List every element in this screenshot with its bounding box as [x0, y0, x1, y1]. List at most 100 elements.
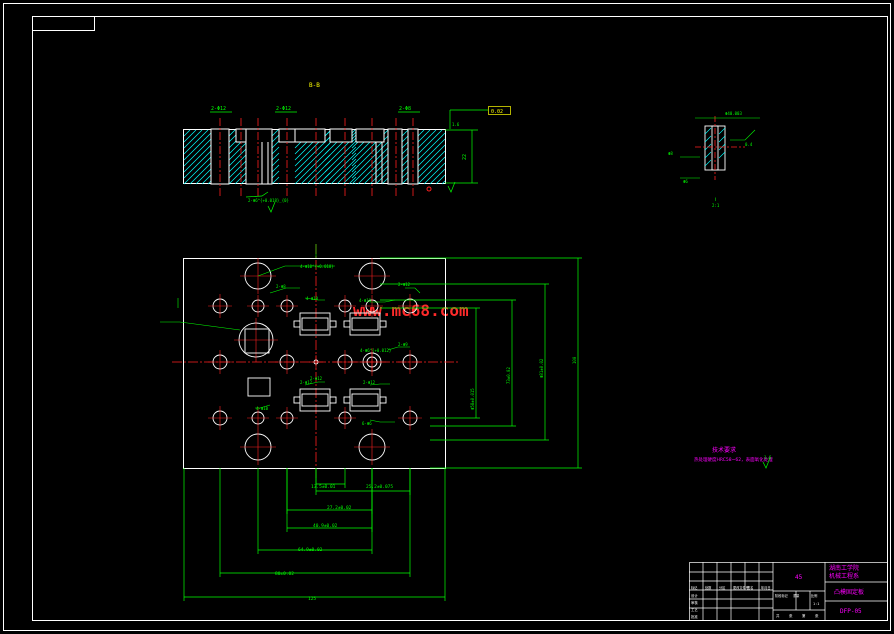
- hole: [208, 350, 232, 374]
- horizontal-dim-label: 40.9±0.02: [313, 523, 338, 529]
- plan-centerlines: [172, 244, 458, 478]
- hole: [276, 295, 298, 317]
- detail-dim-2: Φ8: [668, 151, 673, 156]
- drawing-border: [3, 3, 891, 631]
- hole: [333, 350, 357, 374]
- plan-view: 4-Φ10^{+0.018}2-Φ84-Φ102-Φ124-Φ102-Φ122-…: [160, 244, 582, 602]
- flatness-frame: [488, 106, 511, 115]
- tb-scale: 1:1: [813, 602, 819, 606]
- plan-note: 4-Φ10^{+0.018}: [300, 264, 334, 269]
- tb-sheet-label: 张: [815, 613, 819, 618]
- flatness-value: 0.02: [491, 109, 503, 115]
- plan-note: 2-Φ12: [300, 380, 313, 385]
- section-view: B-B: [183, 82, 511, 213]
- tb-row-label: 分区: [719, 585, 726, 590]
- hole: [208, 406, 232, 430]
- tb-sheet-label: 张: [789, 613, 793, 618]
- plan-leaders: [160, 244, 421, 423]
- tech-text: 热处理硬度HRC58~62，表面氧化处理: [694, 456, 773, 463]
- hole: [276, 407, 298, 429]
- section-hatching: [183, 129, 446, 185]
- tb-school: 湖南工学院: [829, 564, 859, 572]
- tb-title: 凸模固定板: [834, 588, 864, 596]
- hole: [354, 258, 390, 294]
- section-centerlines: [219, 118, 414, 196]
- tb-stage-label: 阶段标记: [775, 593, 789, 598]
- horizontal-dim-label: 125: [308, 596, 316, 602]
- tb-sheet-label: 第: [802, 613, 806, 618]
- title-block: 湖南工学院 机械工程系 凸模固定板 DFP-05 45 1:1 标记处数分区更改…: [689, 562, 888, 621]
- tb-stage-label: 比例: [811, 593, 817, 598]
- watermark: www.mc68.com: [353, 301, 469, 320]
- tb-labels: 标记处数分区更改文件号签名年月日设计审核工艺批准阶段标记重量比例共张第张: [691, 585, 819, 619]
- plan-note: 6-Φ6: [362, 421, 372, 426]
- hole: [334, 295, 356, 317]
- roughness-symbol: [267, 181, 456, 213]
- hole: [362, 352, 382, 372]
- tech-title: 技术要求: [712, 446, 736, 454]
- vertical-dim-label: Φ58±0.015: [470, 388, 475, 410]
- tb-row-label: 处数: [705, 585, 712, 590]
- section-dims: [210, 109, 488, 198]
- detail-dim-1: Φ40.003: [725, 111, 742, 116]
- tb-stage-label: 重量: [793, 593, 800, 598]
- hole: [398, 406, 422, 430]
- tb-row-label: 标记: [691, 585, 698, 590]
- hole: [275, 350, 299, 374]
- tb-role-label: 工艺: [691, 607, 698, 612]
- tb-sheet-label: 共: [776, 613, 780, 618]
- plan-note: 4-Φ10: [359, 298, 372, 303]
- detail-label: Ⅰ: [715, 197, 716, 203]
- section-slots: [210, 128, 419, 185]
- plan-note: 4-Φ6^{+0.012}: [360, 348, 391, 353]
- hole: [398, 294, 422, 318]
- plan-note: 2-Φ8: [276, 284, 286, 289]
- horizontal-dim-label: 27.2±0.02: [327, 505, 352, 511]
- vertical-dim-label: 100: [572, 356, 577, 364]
- plate-outline: [183, 258, 446, 469]
- hole: [247, 407, 269, 429]
- tb-role-label: 设计: [691, 593, 698, 598]
- detail-scale: 2:1: [712, 203, 720, 208]
- callout-2-phi12-b: 2-Φ12: [276, 106, 291, 112]
- tb-row-label: 签名: [747, 585, 753, 590]
- plan-holes: [208, 258, 422, 465]
- horizontal-dim-label: 64.9±0.02: [298, 547, 323, 553]
- horizontal-dim-label: 13.5±0.01: [311, 484, 336, 490]
- roughness-top: 1.6: [452, 122, 460, 127]
- hole: [354, 429, 390, 465]
- plan-note: 2-Φ12: [310, 376, 323, 381]
- callout-2-phi12-a: 2-Φ12: [211, 106, 226, 112]
- tb-code: DFP-05: [840, 608, 862, 615]
- hole: [234, 318, 278, 362]
- tb-role-label: 审核: [691, 600, 698, 605]
- plan-notes: 4-Φ10^{+0.018}2-Φ84-Φ102-Φ124-Φ102-Φ122-…: [256, 264, 577, 602]
- callout-2-phi8: 2-Φ8: [399, 106, 411, 112]
- datum-marker: [426, 186, 432, 192]
- roughness-general-value: 1.6: [764, 455, 772, 460]
- plan-note: 4-Φ10: [306, 296, 319, 301]
- plan-note: 2-Φ12: [363, 380, 376, 385]
- plan-dims: [183, 257, 582, 601]
- plan-note: 2-Φ9: [398, 342, 408, 347]
- detail-dim-3: Φ6: [683, 179, 688, 184]
- hole: [309, 355, 323, 369]
- plan-note: 2-Φ12: [398, 282, 411, 287]
- hole: [240, 429, 276, 465]
- vertical-dim-label: Φ81±0.02: [539, 358, 544, 378]
- thickness-dim: 22: [462, 154, 468, 160]
- punch-slots: [244, 312, 387, 412]
- horizontal-dim-label: 80±0.02: [275, 571, 294, 577]
- hole: [398, 350, 422, 374]
- tb-row-label: 年月日: [761, 585, 771, 590]
- section-label: B-B: [309, 82, 320, 89]
- hole: [208, 294, 232, 318]
- detail-view: Φ40.003 Φ8 Φ6 0.4 Ⅰ 2:1: [668, 111, 760, 208]
- tb-role-label: 批准: [691, 614, 698, 619]
- detail-dim-4: 0.4: [745, 142, 753, 147]
- roughness-general: [762, 457, 771, 469]
- technical-requirements: 技术要求 热处理硬度HRC58~62，表面氧化处理 1.6: [694, 446, 773, 469]
- hole-note: 2-Φ6^{+0.018}_{0}: [248, 198, 289, 203]
- plan-note: 4-Φ10: [256, 406, 269, 411]
